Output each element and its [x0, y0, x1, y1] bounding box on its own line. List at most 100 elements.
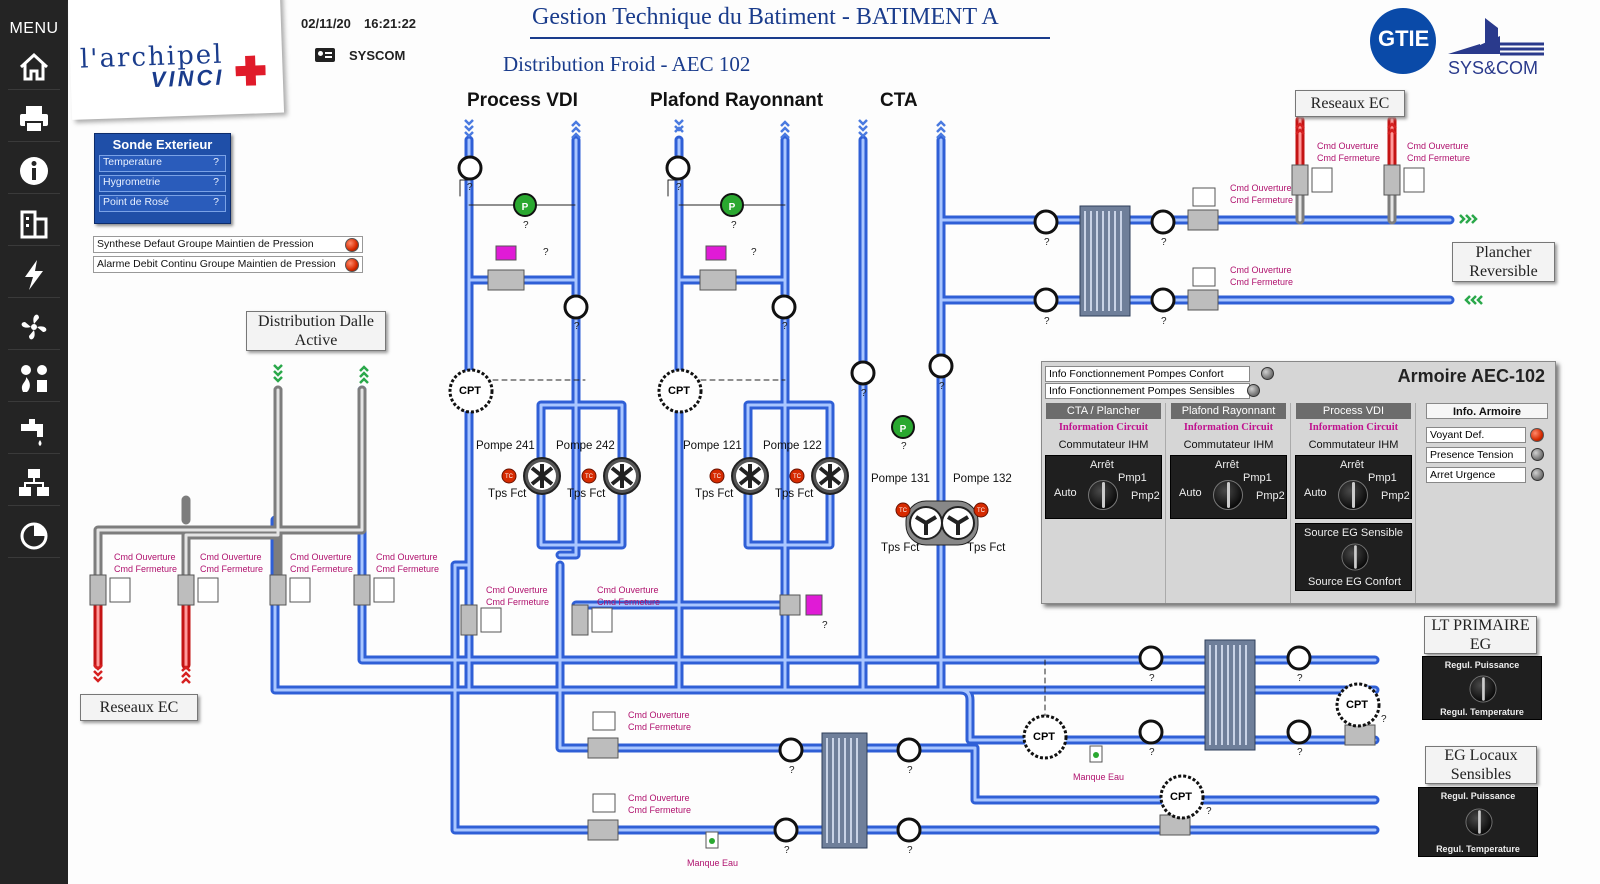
switch-pmp1-label: Pmp1	[1368, 472, 1397, 484]
sensor-value[interactable]: ?	[822, 620, 828, 631]
building-logo-icon	[1440, 14, 1550, 58]
sonde-title: Sonde Exterieur	[112, 137, 213, 152]
regul-knob[interactable]	[1465, 808, 1493, 836]
svg-text:P: P	[729, 202, 736, 213]
sensor-value[interactable]: ?	[467, 182, 473, 193]
regul-knob[interactable]	[1469, 675, 1497, 703]
water-tap-icon[interactable]	[8, 408, 60, 454]
cmd-close: Cmd Fermeture	[114, 564, 178, 574]
box-reseaux-ec-bottom[interactable]: Reseaux EC	[80, 694, 198, 721]
sensor-value[interactable]: ?	[782, 321, 788, 332]
chart-icon[interactable]	[8, 512, 60, 558]
menu-label[interactable]: MENU	[9, 20, 59, 37]
sensor-value[interactable]: ?	[1161, 316, 1167, 327]
svg-text:TC: TC	[505, 474, 514, 480]
cmd-close: Cmd Fermeture	[1230, 277, 1294, 287]
box-reseaux-ec-top[interactable]: Reseaux EC	[1295, 90, 1405, 117]
info-icon[interactable]	[8, 148, 60, 194]
box-lt-primaire-eg[interactable]: LT PRIMAIRE EG	[1424, 616, 1537, 654]
header-date: 02/11/20	[301, 16, 351, 31]
lightning-icon[interactable]	[8, 252, 60, 298]
box-plancher-reversible[interactable]: Plancher Reversible	[1452, 242, 1555, 282]
switch-pmp2-label: Pmp2	[1256, 490, 1285, 502]
sensor-value[interactable]: ?	[1044, 316, 1050, 327]
sensor-value[interactable]: ?	[523, 220, 529, 231]
selector-knob[interactable]	[1088, 480, 1118, 510]
cmd-close: Cmd Fermeture	[597, 597, 661, 607]
info-voyant-def: Voyant Def.	[1426, 427, 1526, 443]
info-pompes-sensibles: Info Fonctionnement Pompes Sensibles	[1045, 383, 1250, 399]
sensor-value[interactable]: ?	[1297, 747, 1303, 758]
sensor-value[interactable]: ?	[1381, 714, 1387, 725]
col-commutateur: Commutateur IHM	[1308, 439, 1399, 451]
col-commutateur: Commutateur IHM	[1183, 439, 1274, 451]
sonde-row-point-de-rose[interactable]: Point de Rosé?	[99, 195, 226, 212]
status-led-grey	[1531, 468, 1544, 481]
box-distribution-dalle-active[interactable]: Distribution Dalle Active	[246, 311, 386, 351]
network-icon[interactable]	[8, 460, 60, 506]
box-eg-locaux-sensibles[interactable]: EG Locaux Sensibles	[1425, 746, 1537, 784]
col-commutateur: Commutateur IHM	[1058, 439, 1149, 451]
fire-safety-icon[interactable]	[8, 356, 60, 402]
sonde-label: Hygrometrie	[103, 176, 161, 188]
sensor-value[interactable]: ?	[731, 220, 737, 231]
status-led-grey	[1261, 367, 1274, 380]
sensor-value[interactable]: ?	[907, 845, 913, 856]
sensor-value[interactable]: ?	[907, 765, 913, 776]
sensor-value[interactable]: ?	[789, 765, 795, 776]
source-selector-knob[interactable]	[1341, 543, 1369, 571]
col-info-circuit[interactable]: Information Circuit	[1058, 422, 1149, 433]
sensor-value[interactable]: ?	[574, 321, 580, 332]
status-led-red	[1530, 428, 1544, 442]
sonde-row-temperature[interactable]: Temperature?	[99, 155, 226, 172]
sensor-value[interactable]: ?	[784, 845, 790, 856]
printer-icon[interactable]	[8, 96, 60, 142]
sensor-value[interactable]: ?	[861, 388, 867, 399]
sonde-value: ?	[213, 156, 219, 168]
sensor-value[interactable]: ?	[1297, 673, 1303, 684]
col-info-circuit[interactable]: Information Circuit	[1308, 422, 1399, 433]
switch-pmp2-label: Pmp2	[1381, 490, 1410, 502]
switch-auto-label: Auto	[1304, 487, 1327, 499]
sensor-value[interactable]: ?	[901, 441, 907, 452]
cpt-label: CPT	[668, 385, 690, 397]
sensor-value[interactable]: ?	[939, 381, 945, 392]
tps-fct-label: Tps Fct	[967, 542, 1006, 554]
sensor-value[interactable]: ?	[1149, 673, 1155, 684]
selector-knob[interactable]	[1213, 480, 1243, 510]
info-presence-tension: Presence Tension	[1426, 447, 1526, 463]
building-icon[interactable]	[8, 200, 60, 246]
sensor-value[interactable]: ?	[1206, 806, 1212, 817]
sensor-value[interactable]: ?	[1149, 747, 1155, 758]
home-icon[interactable]	[8, 44, 60, 90]
svg-text:TC: TC	[899, 508, 908, 514]
hvac-fan-icon[interactable]	[8, 304, 60, 350]
cmd-close: Cmd Fermeture	[1230, 195, 1294, 205]
switch-arret-label: Arrêt	[1215, 459, 1239, 471]
cmd-open: Cmd Ouverture	[486, 585, 548, 595]
selector-knob[interactable]	[1338, 480, 1368, 510]
sensor-value[interactable]: ?	[1161, 237, 1167, 248]
col-info-circuit[interactable]: Information Circuit	[1183, 422, 1274, 433]
sensor-value[interactable]: ?	[751, 247, 757, 258]
cmd-close: Cmd Fermeture	[376, 564, 440, 574]
svg-text:TC: TC	[793, 474, 802, 480]
sensor-value[interactable]: ?	[1044, 237, 1050, 248]
sensor-value[interactable]: ?	[676, 182, 682, 193]
logo-gtie: GTIE	[1378, 26, 1430, 51]
page-subtitle: Distribution Froid - AEC 102	[503, 52, 751, 76]
sonde-row-hygrometrie[interactable]: Hygrometrie?	[99, 175, 226, 192]
sensor-value[interactable]: ?	[543, 247, 549, 258]
